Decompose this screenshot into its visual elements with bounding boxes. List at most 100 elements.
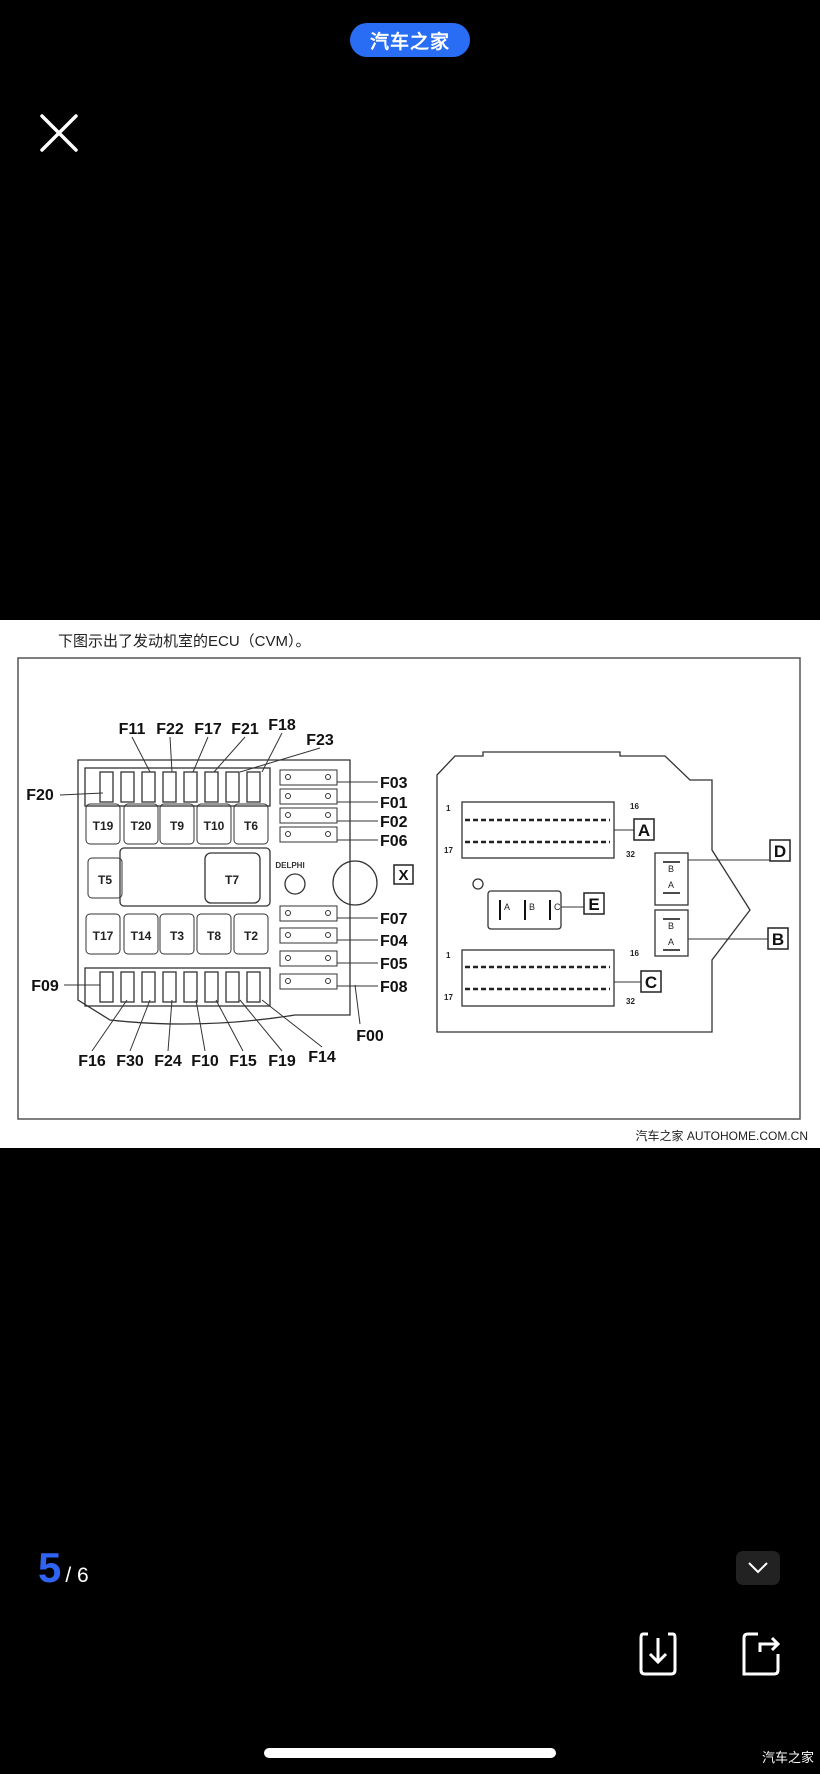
fuse-hole	[285, 932, 291, 938]
fuse	[204, 771, 219, 803]
leader-line	[239, 747, 321, 773]
pin-number: 17	[444, 846, 453, 855]
leader-line	[261, 732, 283, 773]
connector-label: E	[588, 895, 599, 914]
relay-label: T10	[204, 819, 225, 833]
fuse-label: F06	[380, 833, 408, 850]
leader-line	[215, 999, 244, 1052]
relay	[159, 913, 195, 955]
delphi-label: DELPHI	[275, 861, 304, 870]
relay	[196, 803, 232, 845]
relay	[85, 913, 121, 955]
fuse-label: F16	[78, 1053, 106, 1070]
footer-watermark: 汽车之家	[761, 1751, 814, 1766]
relay-label: T17	[93, 929, 114, 943]
leader-line	[261, 999, 323, 1048]
fuse-hole	[325, 955, 331, 961]
fuse-hole	[285, 831, 291, 837]
fuse	[162, 771, 177, 803]
fuse-label: F15	[229, 1053, 257, 1070]
relay	[159, 803, 195, 845]
relay-label: T9	[170, 819, 184, 833]
relay	[233, 803, 269, 845]
share-button[interactable]	[738, 1630, 784, 1678]
fuse-label: F09	[31, 978, 59, 995]
fuse-hole	[325, 793, 331, 799]
fuse-label: F18	[268, 717, 296, 734]
fuse	[99, 771, 114, 803]
fuse	[204, 971, 219, 1003]
fuse-label: F19	[268, 1053, 296, 1070]
pin-number: 16	[630, 802, 639, 811]
relay-label: T5	[98, 873, 112, 887]
fuse-label: F17	[194, 721, 222, 738]
fuse-hole	[325, 910, 331, 916]
connector-label: D	[774, 842, 786, 861]
relay-label: T19	[93, 819, 114, 833]
chevron-down-icon	[748, 1562, 768, 1574]
caption: 下图示出了发动机室的ECU（CVM）。	[58, 633, 311, 650]
pin-letter: B	[668, 921, 674, 931]
connector-label: C	[645, 973, 657, 992]
collapse-button[interactable]	[736, 1551, 780, 1585]
maxi-fuse	[279, 905, 338, 922]
relay-label: T8	[207, 929, 221, 943]
page-counter: 5 / 6	[38, 1544, 89, 1592]
leader-line	[167, 999, 173, 1052]
fuse	[141, 771, 156, 803]
fuse	[99, 971, 114, 1003]
fuse	[183, 771, 198, 803]
relay	[123, 803, 159, 845]
close-button[interactable]	[38, 112, 80, 154]
fuse-hole	[325, 831, 331, 837]
download-icon	[639, 1632, 677, 1676]
connector-label-box	[769, 839, 791, 862]
home-indicator[interactable]	[264, 1748, 556, 1758]
relay-label: T3	[170, 929, 184, 943]
fuse	[225, 771, 240, 803]
fuse-label: F00	[356, 1028, 384, 1045]
fuse	[120, 971, 135, 1003]
relay-label: T2	[244, 929, 258, 943]
fuse	[162, 971, 177, 1003]
connector-label: B	[772, 930, 784, 949]
share-icon	[742, 1632, 781, 1676]
pin-number: 17	[444, 993, 453, 1002]
fuse-hole	[285, 774, 291, 780]
leader-line	[91, 999, 128, 1052]
fuse-hole	[325, 812, 331, 818]
fuse-label: F04	[380, 933, 408, 950]
fuse-hole	[285, 793, 291, 799]
total-pages: / 6	[65, 1564, 89, 1587]
fuse	[141, 971, 156, 1003]
maxi-fuse	[279, 950, 338, 967]
fuse-label: F11	[119, 721, 146, 738]
fuse-label: F21	[231, 721, 259, 738]
fuse-hole	[325, 978, 331, 984]
fuse	[225, 971, 240, 1003]
maxi-fuse	[279, 927, 338, 944]
leader-line	[192, 736, 209, 773]
pin-number: 32	[626, 850, 635, 859]
fuse-hole	[285, 955, 291, 961]
close-icon	[40, 114, 78, 152]
fuse-label: F05	[380, 956, 408, 973]
pin-letter: A	[668, 937, 674, 947]
fuse	[246, 771, 261, 803]
image-watermark: 汽车之家 AUTOHOME.COM.CN	[636, 1128, 808, 1143]
fuse-label: F30	[116, 1053, 144, 1070]
fuse-label: F08	[380, 979, 408, 996]
fuse	[246, 971, 261, 1003]
relay	[87, 857, 123, 899]
fuse	[183, 971, 198, 1003]
maxi-fuse	[279, 788, 338, 805]
pin-letter: A	[668, 880, 674, 890]
fuse-label: F14	[308, 1049, 336, 1066]
pin-number: 32	[626, 997, 635, 1006]
relay	[123, 913, 159, 955]
relay-label: T7	[225, 873, 239, 887]
leader-line	[59, 792, 104, 796]
download-button[interactable]	[635, 1630, 681, 1678]
fuse-label: F24	[154, 1053, 182, 1070]
